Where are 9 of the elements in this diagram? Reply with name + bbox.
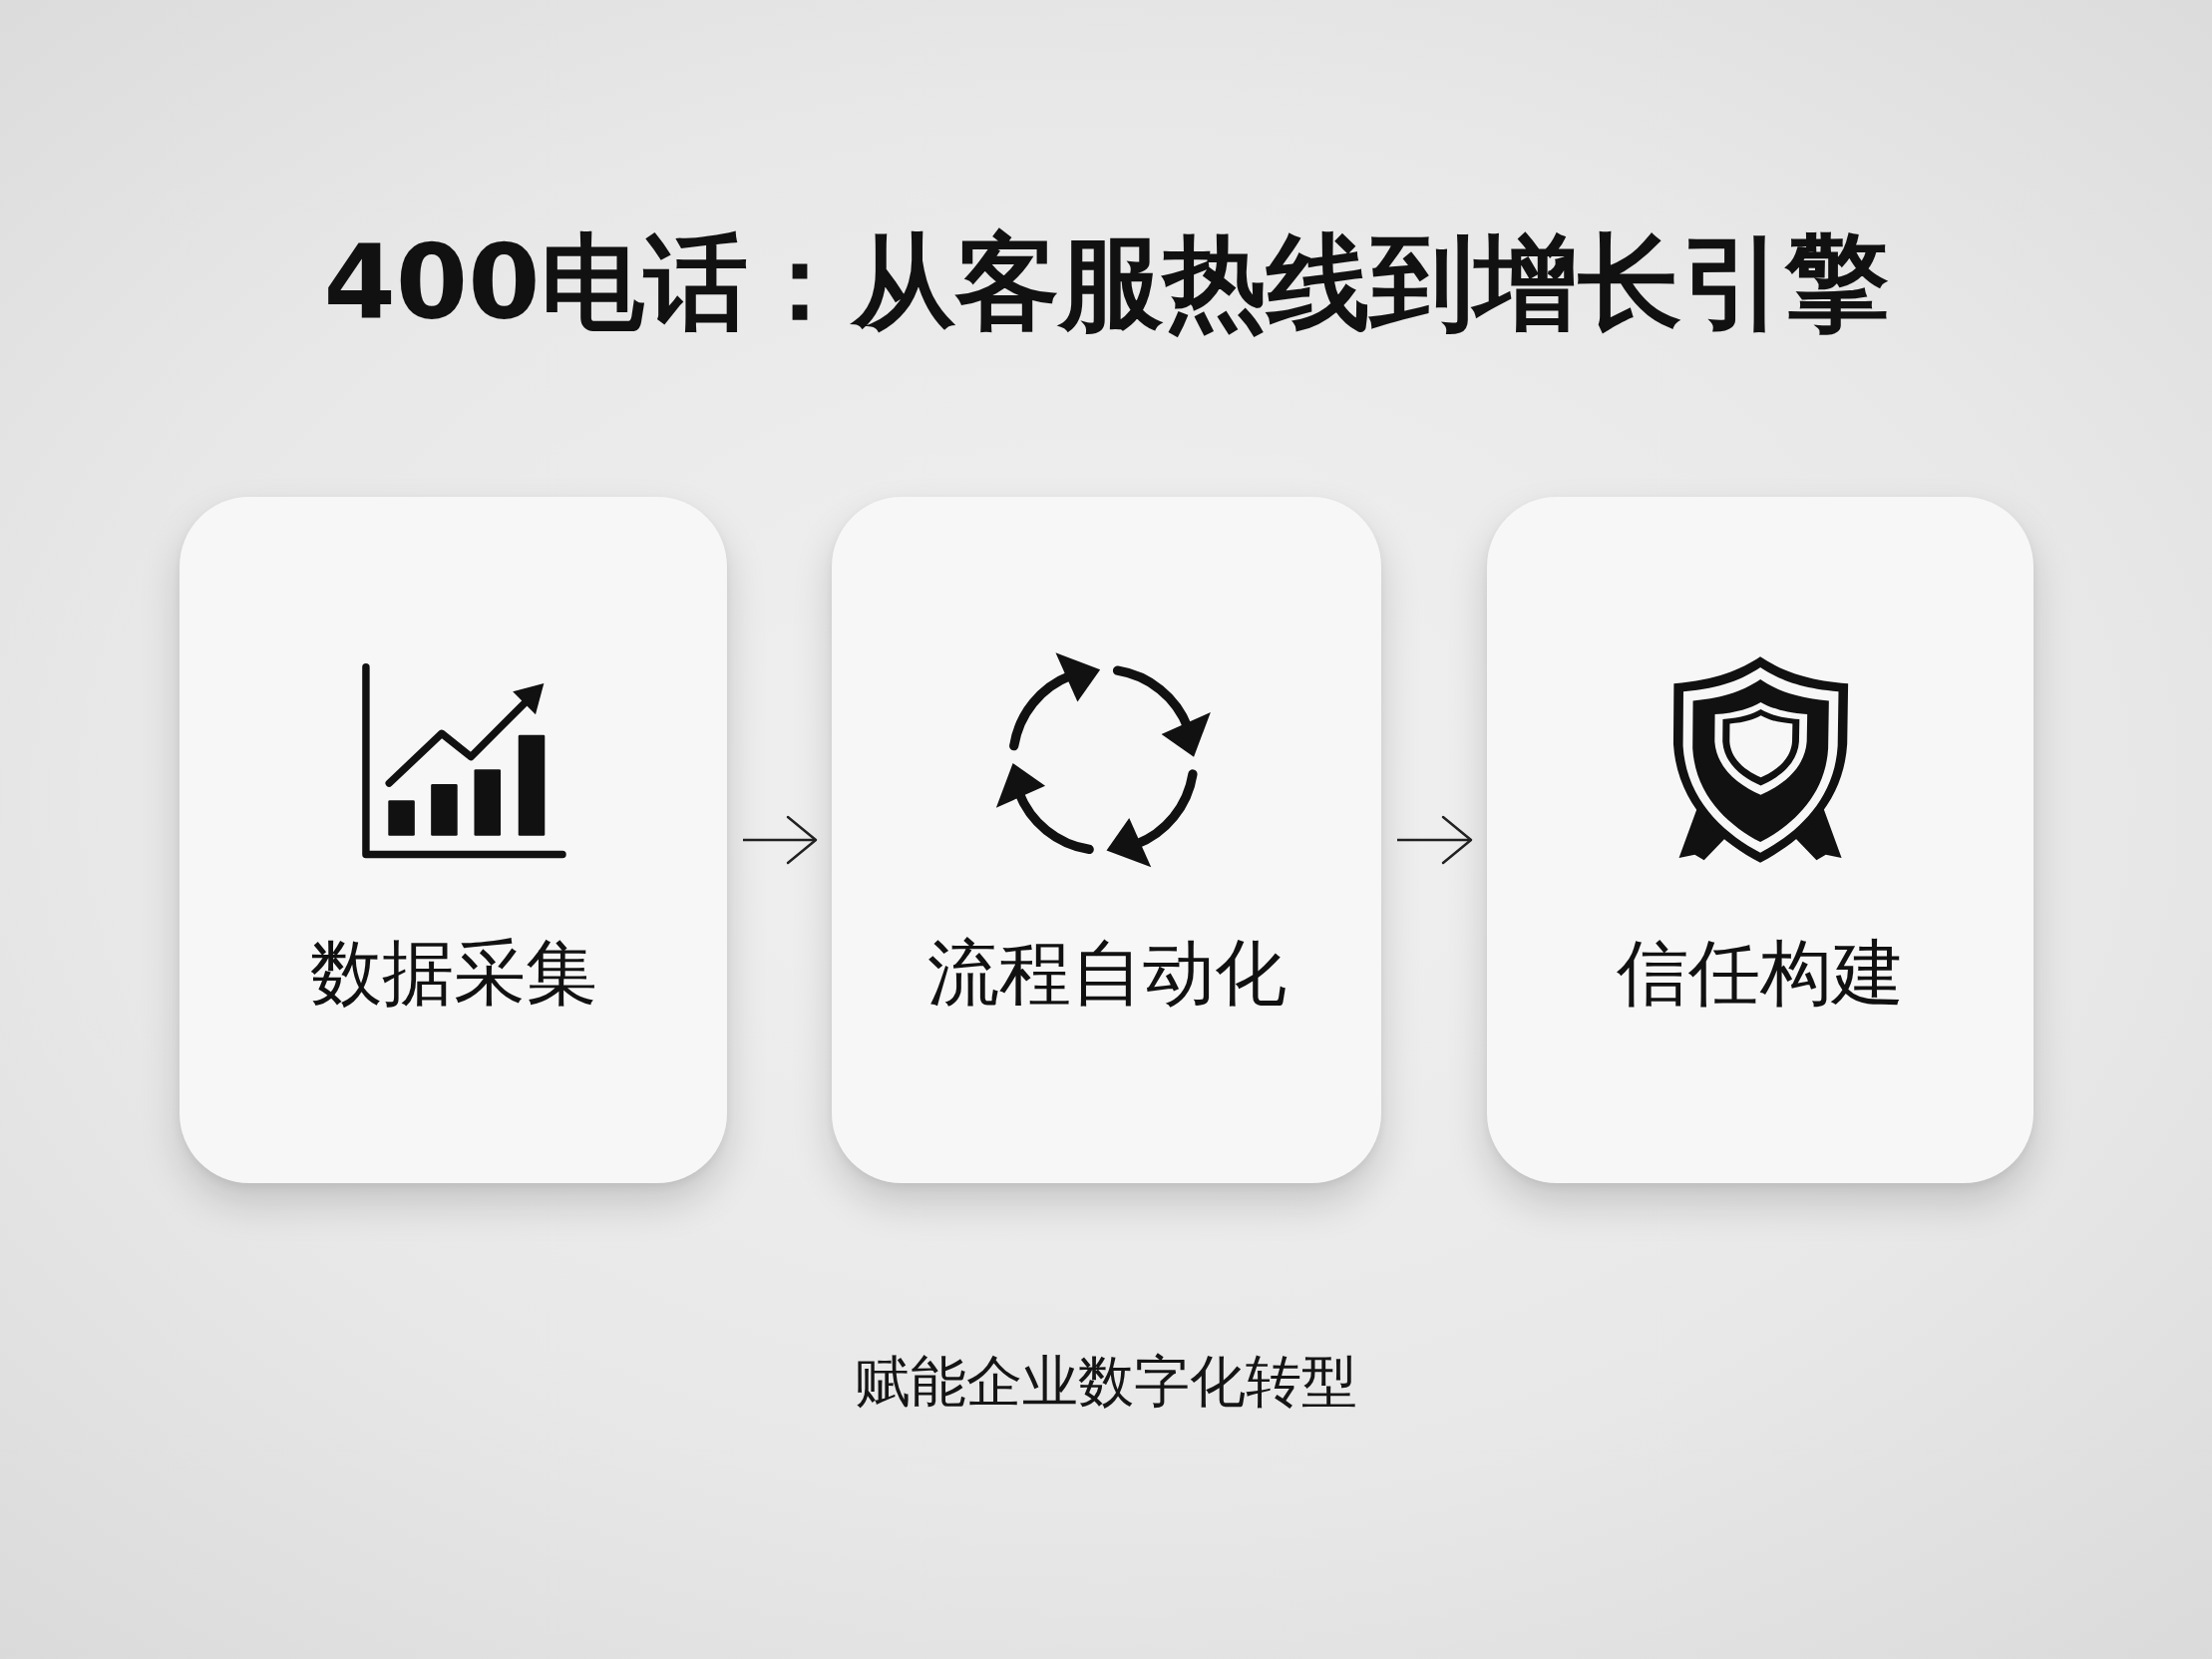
arrow (743, 815, 818, 865)
step-card (180, 497, 727, 1183)
caption: 赋能企业数字化转型 (855, 1354, 1357, 1410)
arrow (1397, 815, 1473, 865)
step-label: 信任构建 (1617, 937, 1904, 1009)
step-card (1487, 497, 2033, 1183)
step-card (832, 497, 1381, 1183)
step-label: 流程自动化 (926, 937, 1287, 1009)
step-label: 数据采集 (309, 937, 597, 1009)
